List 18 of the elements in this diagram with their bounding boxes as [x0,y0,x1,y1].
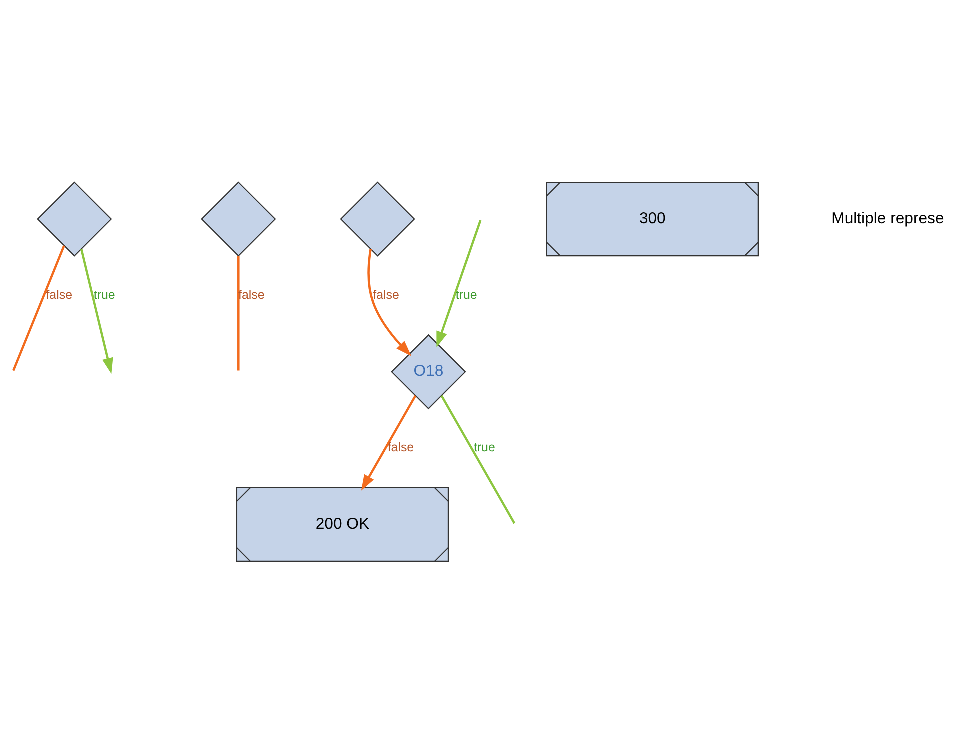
edge-label: false [373,288,400,302]
arrow [361,395,417,491]
label: Multiple represe [832,210,944,228]
edge-label: true [456,288,478,302]
node-diamond: O18 [391,334,466,410]
arrow [368,249,412,356]
edge-label: true [94,288,116,302]
edge-label: false [46,288,72,302]
connector [440,395,516,524]
arrow [80,249,114,374]
edge-label: false [388,440,414,455]
edge-label: true [474,440,496,455]
connector [238,256,240,371]
connector [12,246,66,372]
node-diamond [340,182,416,257]
arrow [436,220,482,348]
node-diamond [37,182,112,257]
node-diamond [201,182,276,257]
